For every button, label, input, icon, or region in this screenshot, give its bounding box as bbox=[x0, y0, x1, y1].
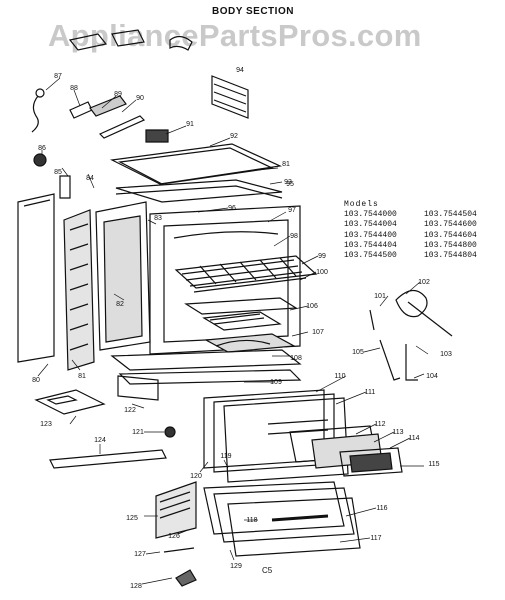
models-header: Models bbox=[344, 200, 379, 209]
callout-label: 112 bbox=[374, 421, 385, 428]
callout-label: 108 bbox=[290, 355, 302, 362]
model-number: 103.7544604 bbox=[424, 230, 477, 240]
callout-label: 83 bbox=[154, 215, 162, 222]
callout-label: 102 bbox=[418, 279, 430, 286]
callout-label: 85 bbox=[54, 169, 62, 176]
callout-label: 87 bbox=[54, 73, 62, 80]
callout-label: 107 bbox=[312, 329, 324, 336]
callout-label: 81 bbox=[78, 373, 86, 380]
callout-label: 110 bbox=[334, 373, 345, 380]
callout-label: 94 bbox=[236, 67, 244, 74]
storage-drawer bbox=[203, 481, 345, 535]
callout-label: 104 bbox=[426, 373, 438, 380]
bracket-part bbox=[68, 33, 108, 51]
model-number: 103.7544404 bbox=[344, 240, 397, 250]
callout-label: 100 bbox=[316, 269, 328, 276]
callout-label: 117 bbox=[370, 535, 381, 542]
callout-label: 97 bbox=[288, 207, 296, 214]
callout-label: 92 bbox=[230, 133, 238, 140]
callout-label: 90 bbox=[136, 95, 144, 102]
model-number: 103.7544804 bbox=[424, 251, 477, 261]
model-number: 103.7544500 bbox=[344, 251, 397, 261]
model-number: 103.7544000 bbox=[344, 210, 397, 220]
callout-label: 124 bbox=[94, 437, 106, 444]
page-footer-code: C5 bbox=[262, 566, 273, 575]
callout-label: 128 bbox=[130, 583, 142, 590]
broiler-rack bbox=[211, 75, 249, 119]
side-panel-left bbox=[17, 193, 55, 363]
callout-label: 123 bbox=[40, 421, 52, 428]
callout-label: 129 bbox=[230, 563, 242, 570]
vent-trough bbox=[117, 375, 159, 401]
oven-door bbox=[223, 397, 349, 483]
callout-label: 84 bbox=[86, 175, 94, 182]
callout-label: 109 bbox=[270, 379, 282, 386]
kick-rail bbox=[49, 449, 167, 469]
callout-label: 121 bbox=[132, 429, 144, 436]
callout-label: 111 bbox=[365, 389, 376, 396]
callout-label: 105 bbox=[352, 349, 364, 356]
callout-label: 116 bbox=[376, 505, 387, 512]
callout-label: 122 bbox=[124, 407, 136, 414]
callout-label: 99 bbox=[318, 253, 326, 260]
door-window bbox=[339, 447, 403, 477]
callout-label: 120 bbox=[190, 473, 202, 480]
hinge-part bbox=[395, 289, 428, 318]
callout-label: 103 bbox=[440, 351, 452, 358]
callout-label: 113 bbox=[392, 429, 403, 436]
callout-label: 98 bbox=[290, 233, 298, 240]
callout-label: 125 bbox=[126, 515, 138, 522]
callout-label: 96 bbox=[228, 205, 236, 212]
callout-label: 95 bbox=[286, 181, 294, 188]
model-number: 103.7544504 bbox=[424, 210, 477, 220]
callout-label: 119 bbox=[220, 453, 231, 460]
model-list: Models 103.7544000 103.7544504 103.754400… bbox=[344, 200, 477, 261]
callout-label: 114 bbox=[408, 435, 419, 442]
watermark: AppliancePartsPros.com bbox=[48, 18, 422, 53]
model-number: 103.7544004 bbox=[344, 220, 397, 230]
oven-body bbox=[149, 205, 301, 355]
callout-label: 89 bbox=[114, 91, 122, 98]
callout-label: 88 bbox=[70, 85, 78, 92]
model-number: 103.7544600 bbox=[424, 220, 477, 230]
callout-label: 82 bbox=[116, 301, 124, 308]
model-number: 103.7544400 bbox=[344, 230, 397, 240]
diagram-title: BODY SECTION bbox=[212, 6, 294, 17]
callout-label: 91 bbox=[186, 121, 194, 128]
callout-label: 115 bbox=[428, 461, 439, 468]
oven-rack bbox=[174, 255, 318, 289]
cord-part bbox=[31, 95, 39, 133]
callout-label: 127 bbox=[134, 551, 146, 558]
callout-label: 118 bbox=[246, 517, 257, 524]
model-number: 103.7544800 bbox=[424, 240, 477, 250]
cooktop-panel bbox=[109, 143, 283, 185]
callout-label: 126 bbox=[168, 533, 180, 540]
callout-label: 80 bbox=[32, 377, 40, 384]
callout-label: 86 bbox=[38, 145, 46, 152]
callout-label: 101 bbox=[374, 293, 386, 300]
callout-label: 106 bbox=[306, 303, 318, 310]
callout-label: 93 bbox=[284, 179, 292, 186]
callout-label: 81 bbox=[282, 161, 290, 168]
